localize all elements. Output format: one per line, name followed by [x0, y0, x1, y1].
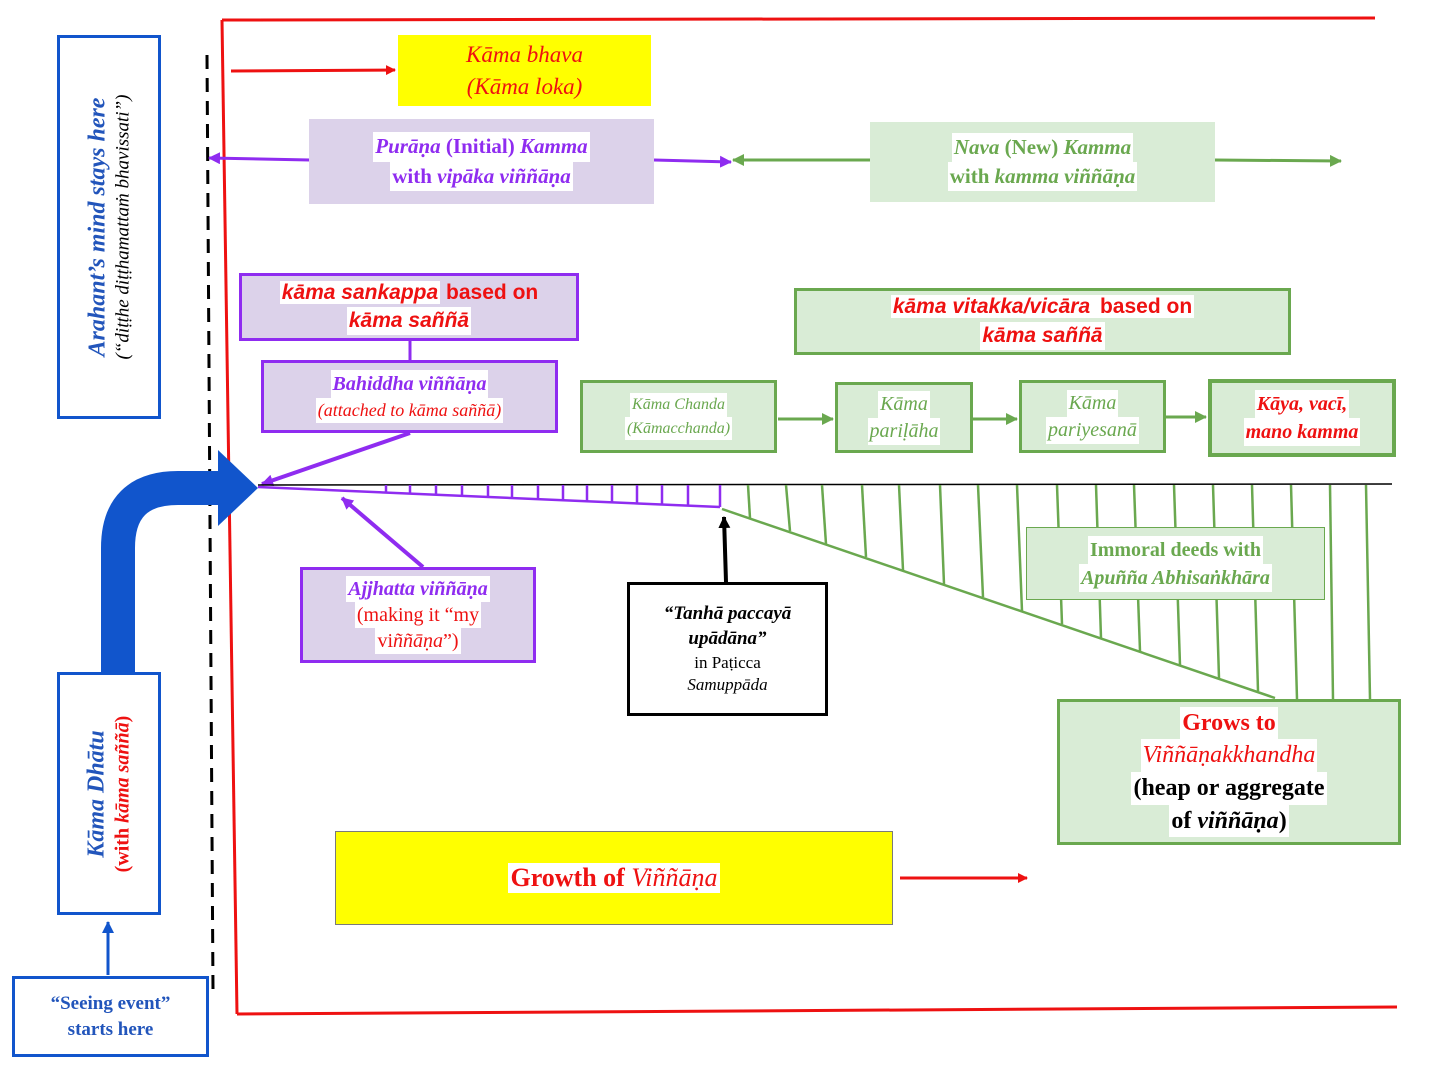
seeing-event-line2: starts here	[67, 1018, 154, 1040]
kama-parilaha-line2: pariḷāha	[867, 417, 941, 445]
kama-bhava-label: Kāma bhava	[466, 42, 583, 68]
ajjhatta-line3: viññāṇa”)	[375, 628, 461, 654]
tanha-line4: Samuppāda	[687, 674, 768, 694]
red-frame	[220, 16, 1398, 1016]
chain-arrows	[778, 411, 1207, 425]
kama-dhatu-curved-arrow	[101, 450, 258, 672]
kama-dhatu-sub-label: (with kāma saññā)	[111, 715, 134, 872]
kama-chanda-line2: (Kāmacchanda)	[624, 416, 733, 440]
grows-to-box: Grows to Viññāṇakkhandha (heap or aggreg…	[1057, 699, 1401, 845]
kama-sankappa-line2: kāma saññā	[346, 307, 472, 336]
kaya-vaci-line1: Kāya, vacī,	[1254, 390, 1350, 418]
nava-kamma-box: Nava (New) Kamma with kamma viññāṇa	[870, 122, 1215, 202]
bahiddha-sub: (attached to kāma saññā)	[315, 397, 504, 424]
kaya-vaci-line2: mano kamma	[1243, 418, 1361, 446]
purana-line2: with vipāka viññāṇa	[390, 161, 573, 191]
immoral-deeds-box: Immoral deeds with Apuñña Abhisaṅkhāra	[1026, 527, 1325, 600]
dashed-boundary-line	[205, 54, 215, 991]
arahant-main-label: Arahant’s mind stays here	[84, 97, 111, 357]
kama-pariyesana-box: Kāma pariyesanā	[1019, 380, 1166, 453]
kama-pariyesana-line2: pariyesanā	[1046, 416, 1139, 444]
kama-chanda-line1: Kāma Chanda	[630, 393, 727, 417]
kama-dhatu-label: Kāma Dhātu	[83, 729, 110, 858]
purple-wedge	[257, 485, 722, 509]
purana-line1: Purāṇa (Initial) Kamma	[373, 132, 590, 162]
baseline	[257, 483, 1393, 486]
ajjhatta-arrow	[340, 496, 425, 569]
kama-pariyesana-line1: Kāma	[1066, 389, 1119, 417]
seeing-event-box: “Seeing event” starts here	[12, 976, 209, 1057]
kama-bhava-box: Kāma bhava (Kāma loka)	[398, 35, 651, 106]
kama-sankappa-box: kāma sankappa based on kāma saññā	[239, 273, 579, 341]
purana-arrow	[208, 152, 732, 168]
ajjhatta-title: Ajjhatta viññāṇa	[346, 576, 490, 602]
nava-arrow	[732, 154, 1342, 167]
kama-sankappa-line1: kāma sankappa based on	[279, 280, 539, 304]
immoral-line1: Immoral deeds with	[1087, 535, 1264, 564]
bahiddha-vinnana-box: Bahiddha viññāṇa (attached to kāma saññā…	[261, 360, 558, 433]
tanha-line3: in Paṭicca	[694, 652, 761, 672]
kama-vitakka-line1: kāma vitakka/vicāra based on	[890, 295, 1195, 319]
kaya-vaci-mano-box: Kāya, vacī, mano kamma	[1208, 379, 1396, 457]
grows-line4: of viññāṇa)	[1169, 804, 1289, 838]
ajjhatta-line2: (making it “my	[354, 602, 482, 628]
seeing-event-line1: “Seeing event”	[50, 992, 171, 1014]
ajjhatta-vinnana-box: Ajjhatta viññāṇa (making it “my viññāṇa”…	[300, 567, 536, 663]
kama-bhava-arrow	[230, 65, 396, 76]
immoral-line2: Apuñña Abhisaṅkhāra	[1079, 563, 1272, 592]
tanha-paccaya-box: “Tanhā paccayā upādāna” in Paṭicca Samup…	[627, 582, 828, 716]
grows-line2: Viññāṇakkhandha	[1140, 739, 1318, 772]
grows-line1: Grows to	[1180, 706, 1278, 740]
kama-loka-label: (Kāma loka)	[466, 73, 583, 99]
kama-dhatu-box: Kāma Dhātu (with kāma saññā)	[57, 672, 161, 915]
kama-vitakka-box: kāma vitakka/vicāra based on kāma saññā	[794, 288, 1291, 355]
tanha-line2: upādāna”	[688, 627, 767, 649]
growth-of-vinnana-box: Growth of Viññāṇa	[335, 831, 893, 925]
arahant-box: Arahant’s mind stays here (“diṭṭhe diṭṭh…	[57, 35, 161, 419]
tanha-arrow	[718, 516, 731, 583]
kama-parilaha-box: Kāma pariḷāha	[835, 382, 973, 453]
nava-line1: Nava (New) Kamma	[951, 132, 1134, 162]
grows-line3: (heap or aggregate	[1131, 772, 1327, 805]
bahiddha-title: Bahiddha viññāṇa	[330, 369, 489, 398]
bahiddha-arrow	[261, 431, 411, 487]
nava-line2: with kamma viññāṇa	[947, 162, 1138, 192]
kama-chanda-box: Kāma Chanda (Kāmacchanda)	[580, 380, 777, 453]
arahant-sub-label: (“diṭṭhe diṭṭhamattaṁ bhavissati”)	[111, 94, 133, 360]
kama-vitakka-line2: kāma saññā	[980, 321, 1105, 350]
purana-kamma-box: Purāṇa (Initial) Kamma with vipāka viññā…	[309, 119, 654, 204]
tanha-line1: “Tanhā paccayā	[663, 603, 792, 625]
kama-parilaha-line1: Kāma	[878, 390, 930, 418]
growth-label: Growth of Viññāṇa	[508, 863, 720, 893]
